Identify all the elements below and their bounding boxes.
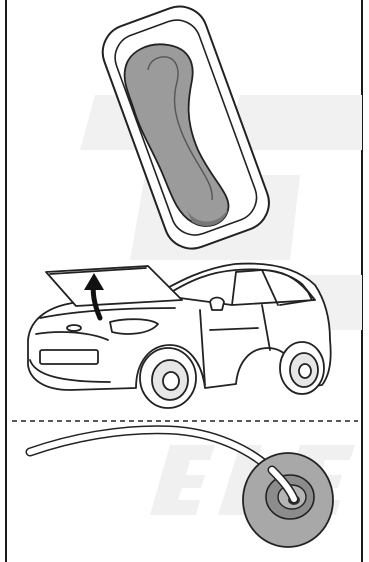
car-hood-open-icon xyxy=(28,264,331,408)
